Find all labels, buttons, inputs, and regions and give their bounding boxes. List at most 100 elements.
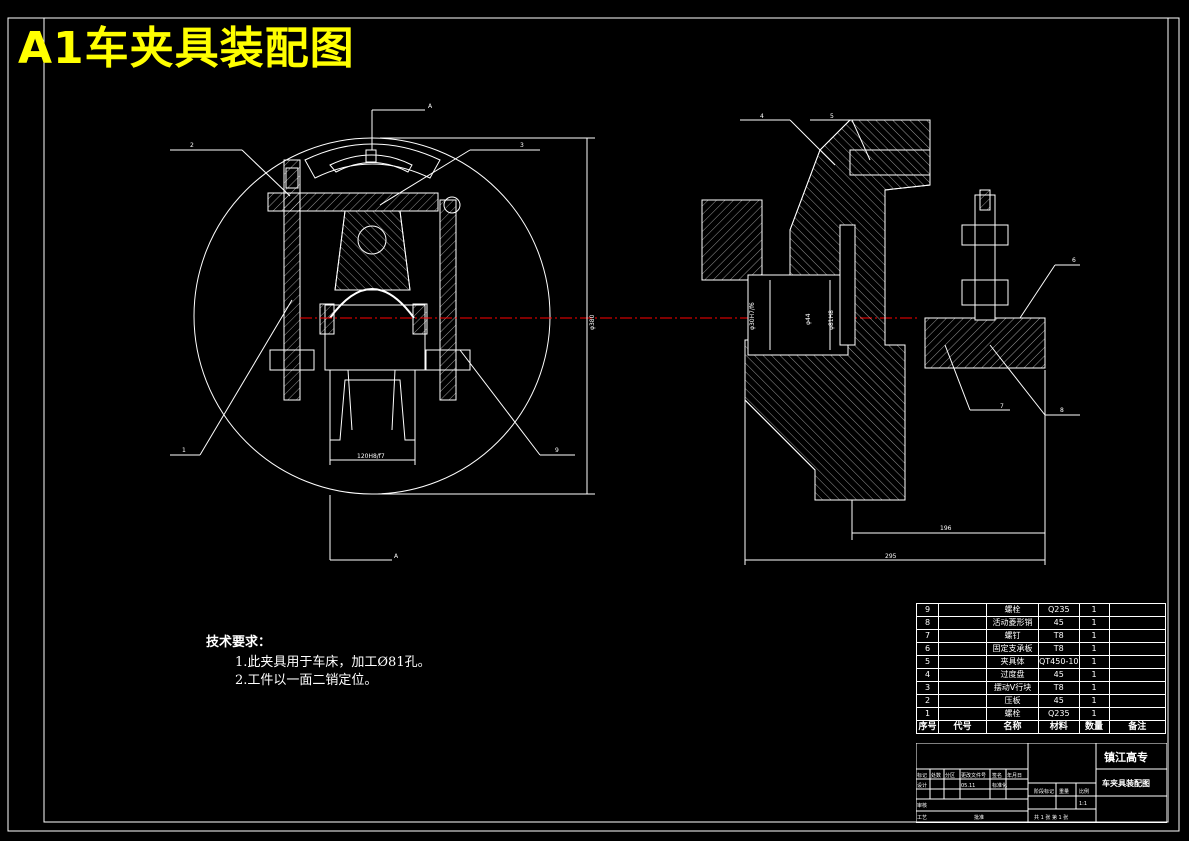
inner-frame [43,17,1169,823]
bom-cell-note [1108,603,1167,617]
bom-cell-note [1108,681,1167,695]
dim-bottom-left: 120H8/f7 [357,453,385,460]
bom-cell-name: 固定支承板 [986,642,1039,656]
bom-cell-material: Q235 [1038,707,1080,721]
tb-mark-1: 处数 [931,772,941,779]
balloon-8: 8 [1060,407,1064,414]
bom-cell-code [938,707,987,721]
tb-mark-2: 分区 [945,772,955,779]
dim-depth-295: 295 [885,553,897,560]
tb-school: 镇江高专 [1104,750,1148,764]
tech-req-item-2: 2.工件以一面二销定位。 [235,673,378,688]
bom-cell-no: 8 [916,616,939,630]
tech-req-item-1: 1.此夹具用于车床，加工Ø81孔。 [235,655,431,670]
bom-cell-note [1108,629,1167,643]
bom-cell-name: 螺栓 [986,707,1039,721]
dim-vertical-2: φ44 [805,313,812,325]
bom-cell-qty: 1 [1078,629,1110,643]
tech-req-heading: 技术要求： [206,635,272,650]
bom-cell-qty: 1 [1078,707,1110,721]
bom-cell-code [938,603,987,617]
bom-cell-material: T8 [1038,629,1080,643]
tb-drawing-name: 车夹具装配图 [1102,778,1150,788]
tb-mark-4: 签名 [992,772,1002,779]
tb-mark-5: 年月日 [1007,772,1022,779]
bom-cell-material: T8 [1038,642,1080,656]
tb-weight: 重量 [1059,788,1069,795]
bom-cell-name: 压板 [986,694,1039,708]
bom-cell-code [938,616,987,630]
tb-mark-0: 标记 [917,772,927,779]
bom-cell-qty: 1 [1078,694,1110,708]
bom-cell-code [938,694,987,708]
bom-header-material: 材料 [1038,720,1080,734]
bom-header-qty: 数量 [1078,720,1110,734]
bom-cell-material: 45 [1038,616,1080,630]
bom-cell-note [1108,668,1167,682]
bom-cell-code [938,629,987,643]
tb-date: 05.11 [961,783,975,789]
bom-cell-note [1108,694,1167,708]
tb-sheet: 共 1 张 第 1 张 [1034,814,1068,821]
balloon-4: 4 [760,113,764,120]
bom-cell-name: 活动菱形销 [986,616,1039,630]
tb-role-approve: 批准 [974,814,984,821]
bom-cell-qty: 1 [1078,655,1110,669]
bom-cell-no: 3 [916,681,939,695]
bom-cell-qty: 1 [1078,616,1110,630]
tb-mark-3: 更改文件号 [961,772,986,779]
bom-cell-no: 1 [916,707,939,721]
bom-cell-note [1108,616,1167,630]
balloon-1: 1 [182,447,186,454]
bom-cell-code [938,642,987,656]
dim-vertical-3: φ81H8 [828,310,835,330]
tb-standardize: 标准化 [992,782,1007,789]
tb-scale: 1:1 [1079,801,1087,807]
bom-header-note: 备注 [1108,720,1167,734]
bom-header-code: 代号 [938,720,987,734]
bom-cell-name: 过度盘 [986,668,1039,682]
bom-cell-no: 2 [916,694,939,708]
front-view [170,109,920,561]
bom-cell-material: QT450-10 [1038,655,1080,669]
bom-cell-no: 9 [916,603,939,617]
bom-cell-material: Q235 [1038,603,1080,617]
bom-cell-qty: 1 [1078,642,1110,656]
bom-cell-note [1108,642,1167,656]
bom-cell-name: 螺钉 [986,629,1039,643]
bom-cell-note [1108,707,1167,721]
bom-cell-name: 螺栓 [986,603,1039,617]
balloon-2: 2 [190,142,194,149]
bom-cell-name: 夹具体 [986,655,1039,669]
tb-role-process: 工艺 [917,815,927,821]
balloon-6: 6 [1072,257,1076,264]
bom-cell-code [938,668,987,682]
balloon-7: 7 [1000,403,1004,410]
bom-cell-qty: 1 [1078,681,1110,695]
tb-role-review: 审核 [917,802,927,809]
balloon-5: 5 [830,113,834,120]
bom-header-row: 序号代号名称材料数量备注 [916,720,1167,734]
tb-stage: 阶段标记 [1034,788,1054,795]
bom-cell-name: 摆动V行块 [986,681,1039,695]
bom-cell-code [938,655,987,669]
bom-header-no: 序号 [916,720,939,734]
balloon-9: 9 [555,447,559,454]
bom-cell-qty: 1 [1078,668,1110,682]
bom-header-name: 名称 [986,720,1039,734]
bom-cell-no: 5 [916,655,939,669]
dim-depth-196: 196 [940,525,952,532]
balloon-3: 3 [520,142,524,149]
drawing-title: A1车夹具装配图 [18,23,355,74]
bom-cell-no: 7 [916,629,939,643]
bom-cell-note [1108,655,1167,669]
bom-cell-no: 4 [916,668,939,682]
